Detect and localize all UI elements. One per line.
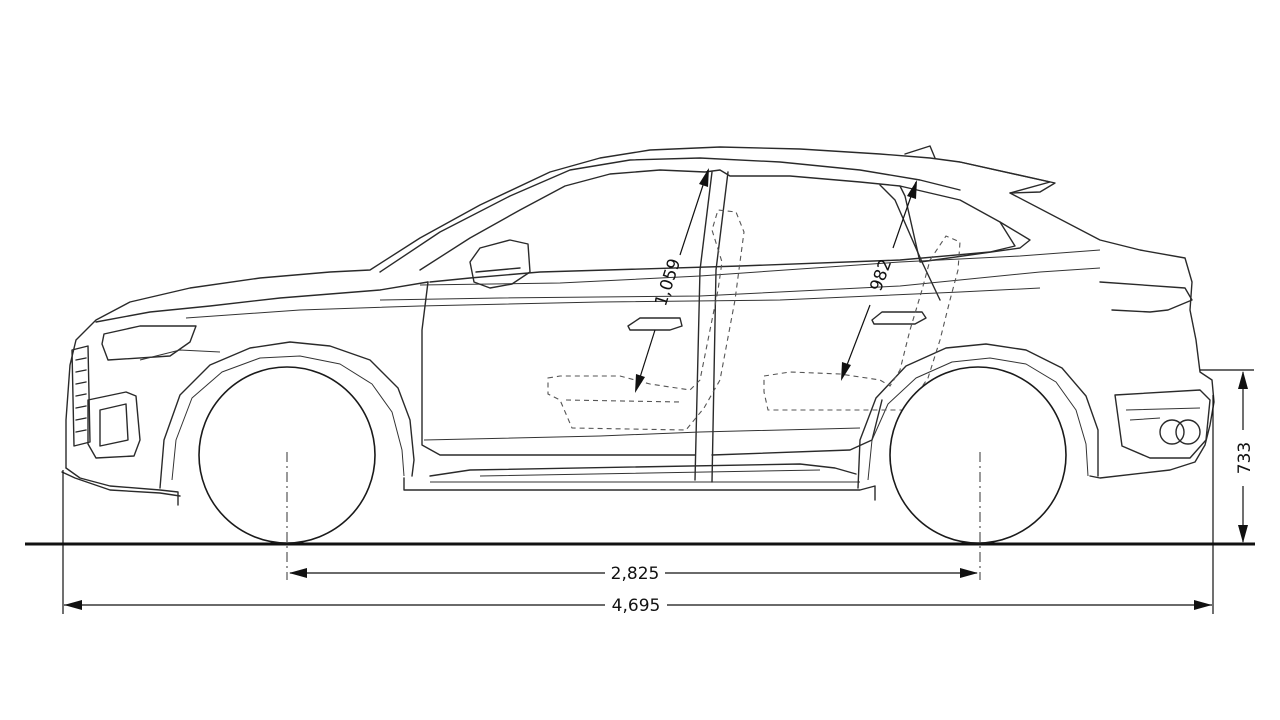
rear-quarter-window <box>899 185 1031 263</box>
side-mirror <box>469 239 531 289</box>
exhaust-tips <box>1159 419 1201 445</box>
car-body <box>61 145 1215 506</box>
body-silhouette <box>65 146 1215 479</box>
headlight <box>101 325 197 361</box>
bonnet-line <box>95 281 429 323</box>
window-frame <box>419 169 1016 283</box>
rear-door-outline <box>711 399 883 456</box>
rear-bumper <box>1114 389 1211 459</box>
rear-seat <box>763 235 961 411</box>
side-skirt <box>403 463 876 501</box>
lower-body-line <box>65 467 179 506</box>
spoiler <box>904 145 1056 194</box>
c-pillar <box>879 184 941 301</box>
door-lower-crease <box>423 427 861 441</box>
b-pillar <box>694 171 729 483</box>
rear-light <box>1099 281 1193 313</box>
front-door-outline <box>421 281 696 456</box>
wheelbase-label: 2,825 <box>611 564 660 584</box>
wheelbase-dimension <box>289 568 978 578</box>
roof-inner-line <box>379 157 961 273</box>
rear-door-handle <box>871 311 927 325</box>
rear-arch-inner <box>867 357 1089 481</box>
front-headroom-dimension <box>635 168 709 393</box>
seats <box>547 209 961 431</box>
overall-length-label: 4,695 <box>612 596 661 616</box>
rear-headroom-dimension <box>841 180 917 381</box>
side-skirt-inner <box>430 469 860 483</box>
rear-height-dimension <box>1200 369 1254 543</box>
front-wheel-arch <box>159 341 415 489</box>
rear-wheel-arch <box>857 343 1099 489</box>
overall-length-dimension <box>64 600 1212 610</box>
rear-wheel <box>889 366 1067 544</box>
shoulder-line <box>379 267 1101 301</box>
front-seat <box>547 209 745 431</box>
front-fender-line <box>139 349 221 361</box>
rear-headroom-label: 982 <box>866 257 896 294</box>
front-air-intake <box>87 391 141 459</box>
front-bumper-lip <box>61 471 181 497</box>
front-door-handle <box>627 317 683 331</box>
belt-line <box>419 249 1101 286</box>
grille <box>71 345 91 447</box>
rear-diffuser <box>1125 407 1201 421</box>
feature-line <box>185 287 1041 319</box>
rear-height-label: 733 <box>1235 442 1255 474</box>
front-arch-inner <box>171 355 405 481</box>
